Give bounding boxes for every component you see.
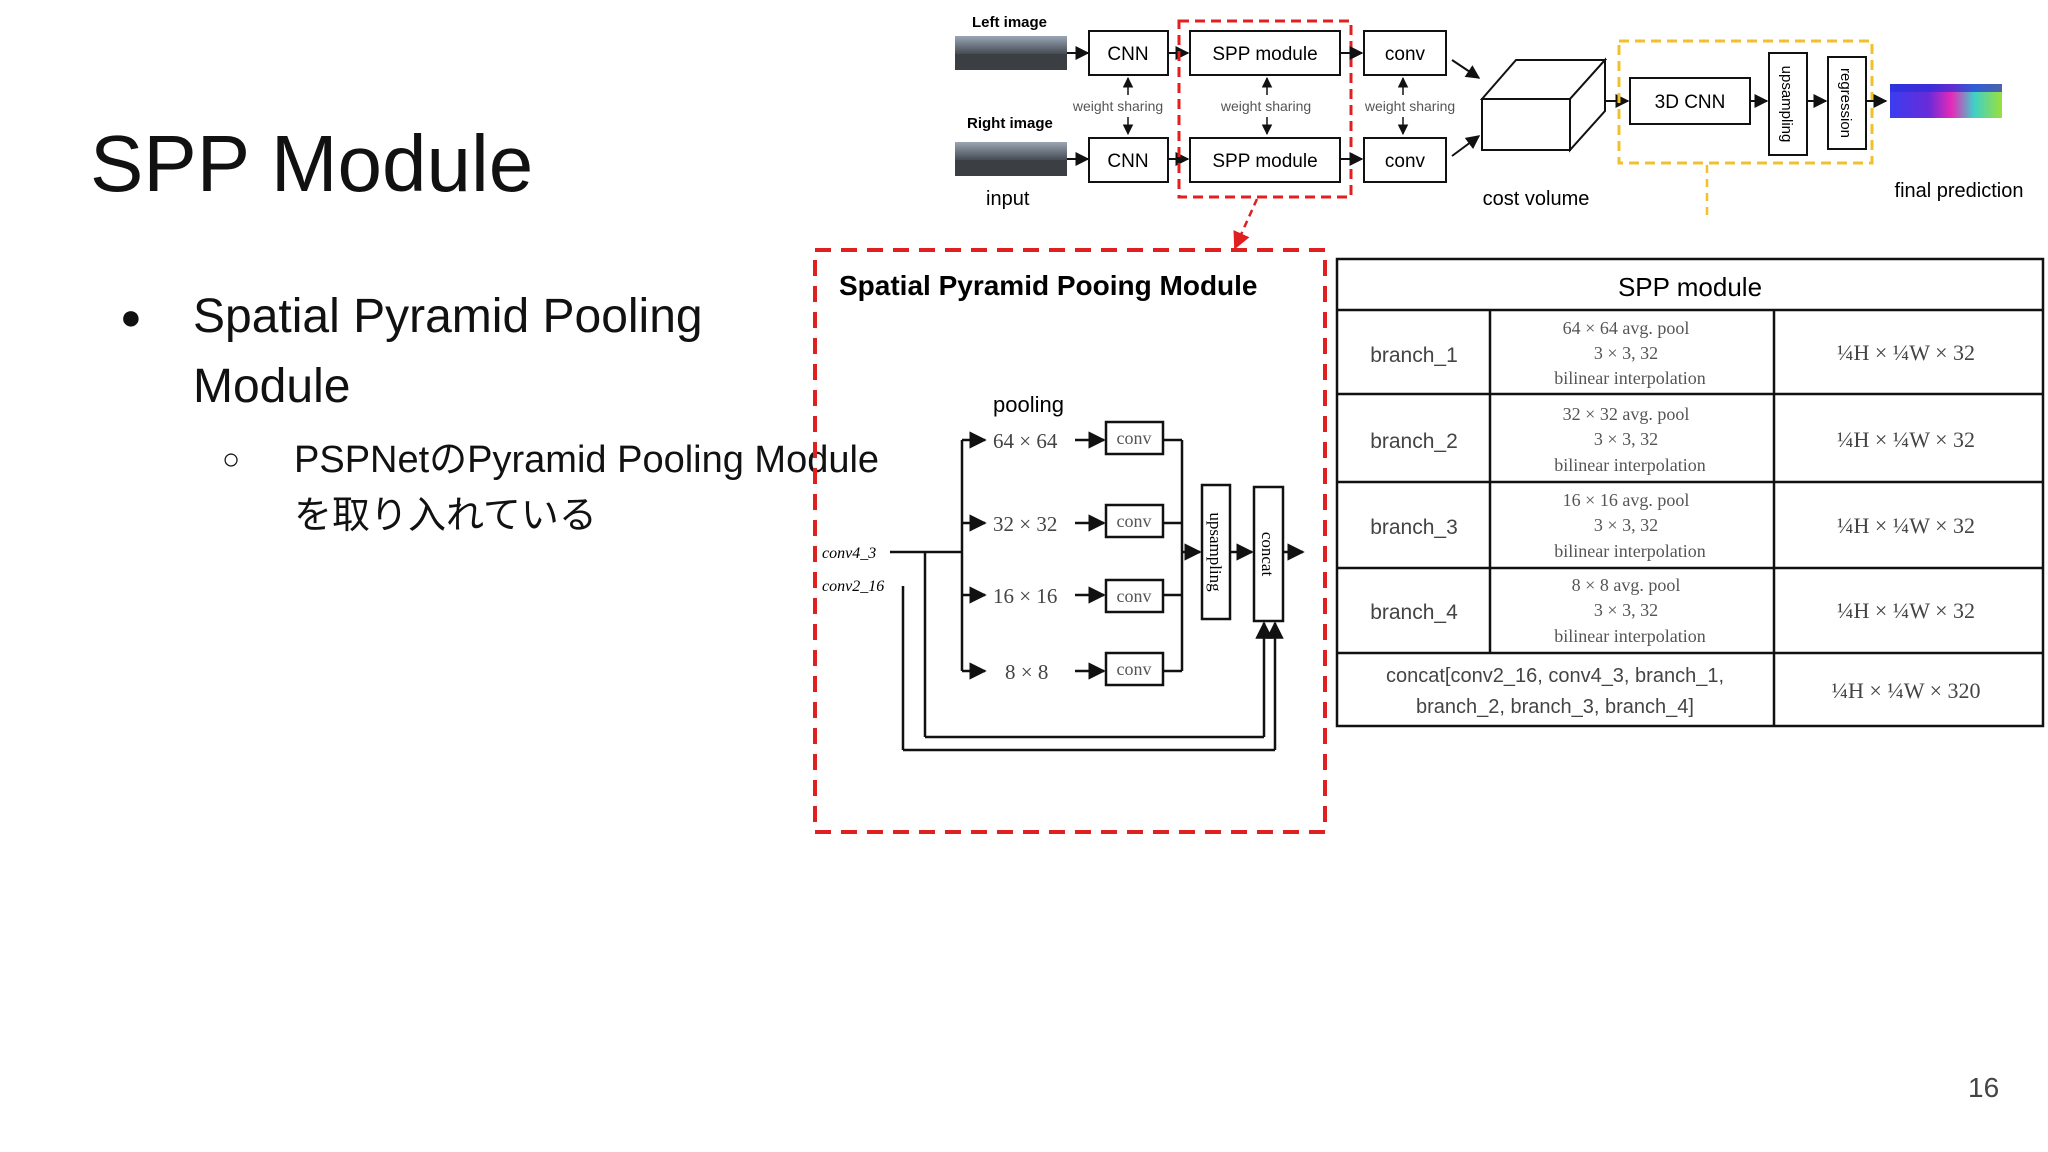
spp-table: SPP module branch_1 64 × 64 avg. pool 3 … bbox=[1335, 257, 2045, 728]
upsampling-label: upsampling bbox=[1778, 66, 1795, 143]
pool-size-label: 64 × 64 bbox=[993, 429, 1058, 453]
conv-block bbox=[1104, 651, 1165, 687]
conv2-16-label: conv2_16 bbox=[822, 578, 884, 595]
branch-output: ¼H × ¼W × 32 bbox=[1837, 427, 1975, 452]
concat-output: ¼H × ¼W × 320 bbox=[1831, 678, 1980, 703]
conv-block bbox=[1104, 503, 1165, 539]
branch-op-line: 16 × 16 avg. pool bbox=[1563, 490, 1690, 510]
branch-output: ¼H × ¼W × 32 bbox=[1837, 340, 1975, 365]
conv-label: conv bbox=[1385, 151, 1426, 172]
disparity-sky bbox=[1890, 84, 2002, 92]
conv-block-label: conv bbox=[1117, 428, 1152, 448]
pooling-label: pooling bbox=[993, 392, 1064, 417]
left-image-label: Left image bbox=[972, 14, 1047, 31]
branch-op-line: 3 × 3, 32 bbox=[1594, 600, 1658, 620]
branch-op-line: bilinear interpolation bbox=[1554, 626, 1705, 646]
branch-name: branch_2 bbox=[1370, 430, 1458, 453]
final-prediction-label: final prediction bbox=[1895, 180, 2024, 202]
branch-op-line: 8 × 8 avg. pool bbox=[1572, 575, 1681, 595]
conv4-3-label: conv4_3 bbox=[822, 545, 876, 562]
conv-block-label: conv bbox=[1117, 511, 1152, 531]
branch-name: branch_1 bbox=[1370, 344, 1458, 367]
cnn-box-bottom bbox=[1088, 137, 1169, 183]
cnn-label: CNN bbox=[1107, 44, 1148, 65]
branch-op-line: bilinear interpolation bbox=[1554, 455, 1705, 475]
conv-block bbox=[1104, 420, 1165, 456]
branch-output: ¼H × ¼W × 32 bbox=[1837, 513, 1975, 538]
bullet-item: ● Spatial Pyramid Pooling Module bbox=[120, 282, 780, 422]
sub-bullet-text: PSPNetのPyramid Pooling Moduleを取り入れている bbox=[294, 439, 880, 537]
conv-block-label: conv bbox=[1117, 586, 1152, 606]
branch-output: ¼H × ¼W × 32 bbox=[1837, 598, 1975, 623]
bullet-text: Spatial Pyramid Pooling Module bbox=[193, 290, 703, 413]
upsampling-box bbox=[1768, 52, 1808, 156]
branch-op-line: bilinear interpolation bbox=[1554, 541, 1705, 561]
red-dash-connector bbox=[1233, 198, 1259, 250]
sub-bullet-circle-icon: ○ bbox=[222, 443, 241, 476]
spp-module-box-bottom bbox=[1189, 137, 1341, 183]
branch-op-line: bilinear interpolation bbox=[1554, 368, 1705, 388]
regression-box bbox=[1827, 56, 1867, 150]
branch-name: branch_3 bbox=[1370, 516, 1458, 539]
table-header: SPP module bbox=[1618, 272, 1762, 302]
spp-highlight-box bbox=[1177, 19, 1353, 199]
arrow bbox=[1451, 135, 1481, 157]
branch-op-line: 64 × 64 avg. pool bbox=[1563, 318, 1690, 338]
input-label: input bbox=[986, 188, 1030, 210]
upsampling-block bbox=[1200, 483, 1232, 621]
pool-size-label: 32 × 32 bbox=[993, 512, 1057, 536]
conv-label: conv bbox=[1385, 44, 1426, 65]
concat-block-label: concat bbox=[1258, 532, 1277, 577]
weight-sharing-label: weight sharing bbox=[1072, 98, 1163, 114]
conv-box-top bbox=[1363, 30, 1447, 76]
page-number: 16 bbox=[1968, 1072, 2000, 1103]
cnn-box-top bbox=[1088, 30, 1169, 76]
arrow bbox=[1451, 59, 1481, 79]
cnn-label: CNN bbox=[1107, 151, 1148, 172]
branch-op-line: 3 × 3, 32 bbox=[1594, 429, 1658, 449]
spp-module-label: SPP module bbox=[1212, 151, 1317, 172]
weight-sharing-label: weight sharing bbox=[1220, 98, 1311, 114]
concat-row-line: branch_2, branch_3, branch_4] bbox=[1416, 696, 1694, 718]
table-frame bbox=[1335, 257, 2045, 728]
branch-name: branch_4 bbox=[1370, 601, 1458, 624]
concat-block bbox=[1252, 485, 1285, 623]
bullet-list: ● Spatial Pyramid Pooling Module ○ PSPNe… bbox=[120, 282, 879, 544]
slide-title: SPP Module bbox=[90, 119, 534, 208]
conv-box-bottom bbox=[1363, 137, 1447, 183]
spp-detail-box bbox=[813, 248, 1327, 834]
left-road-shape bbox=[955, 54, 1067, 70]
pool-size-label: 16 × 16 bbox=[993, 584, 1057, 608]
bullet-dot-icon: ● bbox=[120, 296, 142, 337]
cost-volume-label: cost volume bbox=[1483, 188, 1590, 210]
cost-volume-cube bbox=[1479, 57, 1608, 153]
right-image-label: Right image bbox=[967, 115, 1053, 132]
pool-size-label: 8 × 8 bbox=[1005, 660, 1048, 684]
concat-row-line: concat[conv2_16, conv4_3, branch_1, bbox=[1386, 665, 1724, 687]
conv-block-label: conv bbox=[1117, 659, 1152, 679]
branch-op-line: 3 × 3, 32 bbox=[1594, 343, 1658, 363]
branch-op-line: 32 × 32 avg. pool bbox=[1563, 404, 1690, 424]
sub-bullet-item: ○ PSPNetのPyramid Pooling Moduleを取り入れている bbox=[222, 432, 894, 544]
weight-sharing-label: weight sharing bbox=[1364, 98, 1455, 114]
upsampling-block-label: upsampling bbox=[1206, 512, 1225, 592]
regression-label: regression bbox=[1837, 68, 1854, 138]
spp-module-label: SPP module bbox=[1212, 44, 1317, 65]
right-road-shape bbox=[955, 160, 1067, 176]
spp-detail-title: Spatial Pyramid Pooing Module bbox=[839, 270, 1258, 301]
conv-block bbox=[1104, 578, 1165, 614]
3d-cnn-label: 3D CNN bbox=[1655, 92, 1726, 113]
branch-op-line: 3 × 3, 32 bbox=[1594, 515, 1658, 535]
